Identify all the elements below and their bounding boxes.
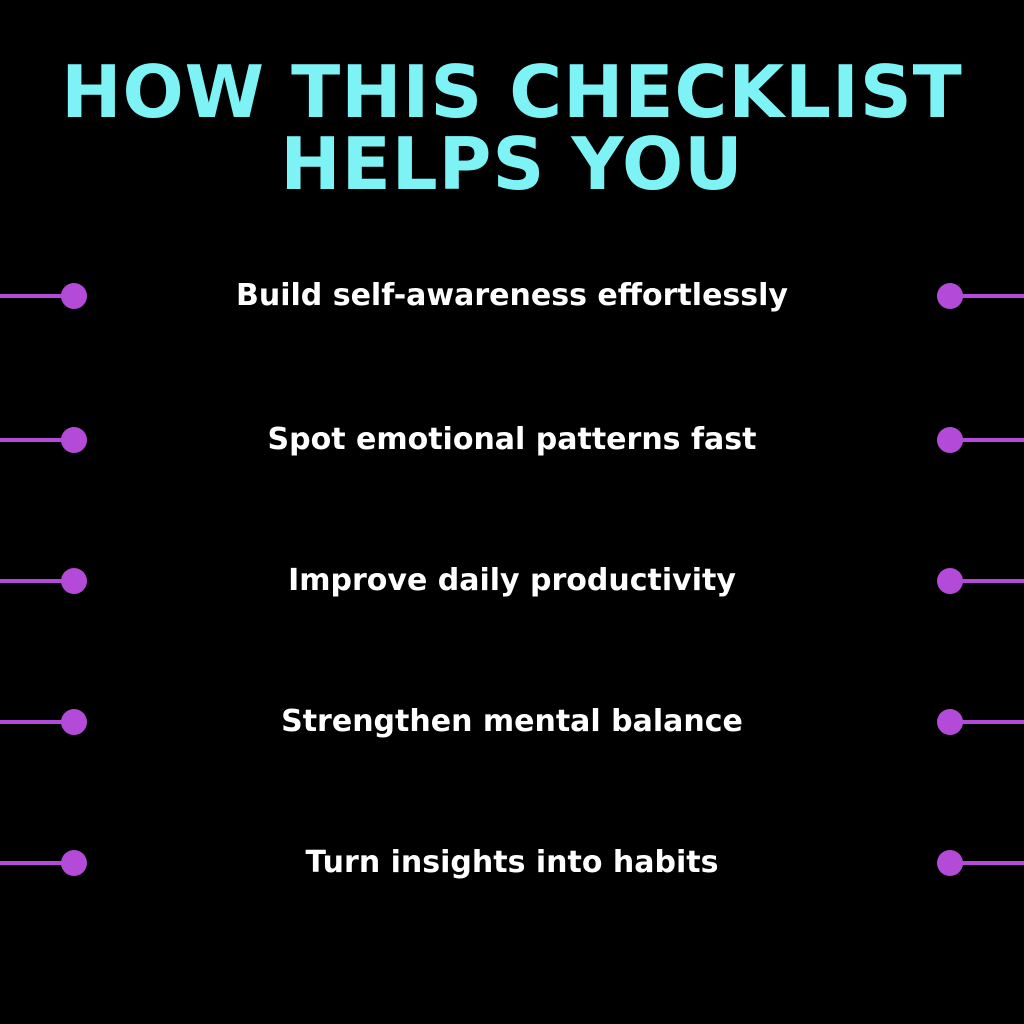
benefit-label: Improve daily productivity [288,563,736,598]
left-connector-icon [0,561,90,601]
right-connector-icon [934,702,1024,742]
title-line-1: HOW THIS CHECKLIST [61,50,963,134]
benefit-item-4: Strengthen mental balance [0,702,1024,742]
right-connector-icon [934,276,1024,316]
benefit-label: Strengthen mental balance [281,704,743,739]
benefit-item-1: Build self-awareness effortlessly [0,276,1024,316]
benefit-label: Spot emotional patterns fast [267,422,757,457]
right-connector-icon [934,843,1024,883]
title-line-2: HELPS YOU [280,122,744,206]
left-connector-icon [0,843,90,883]
page-title: HOW THIS CHECKLIST HELPS YOU [0,56,1024,200]
right-connector-icon [934,561,1024,601]
benefit-item-3: Improve daily productivity [0,561,1024,601]
benefit-label: Turn insights into habits [305,845,719,880]
left-connector-icon [0,276,90,316]
right-connector-icon [934,420,1024,460]
left-connector-icon [0,702,90,742]
benefit-label: Build self-awareness effortlessly [236,278,788,313]
benefit-item-2: Spot emotional patterns fast [0,420,1024,460]
benefit-item-5: Turn insights into habits [0,843,1024,883]
left-connector-icon [0,420,90,460]
